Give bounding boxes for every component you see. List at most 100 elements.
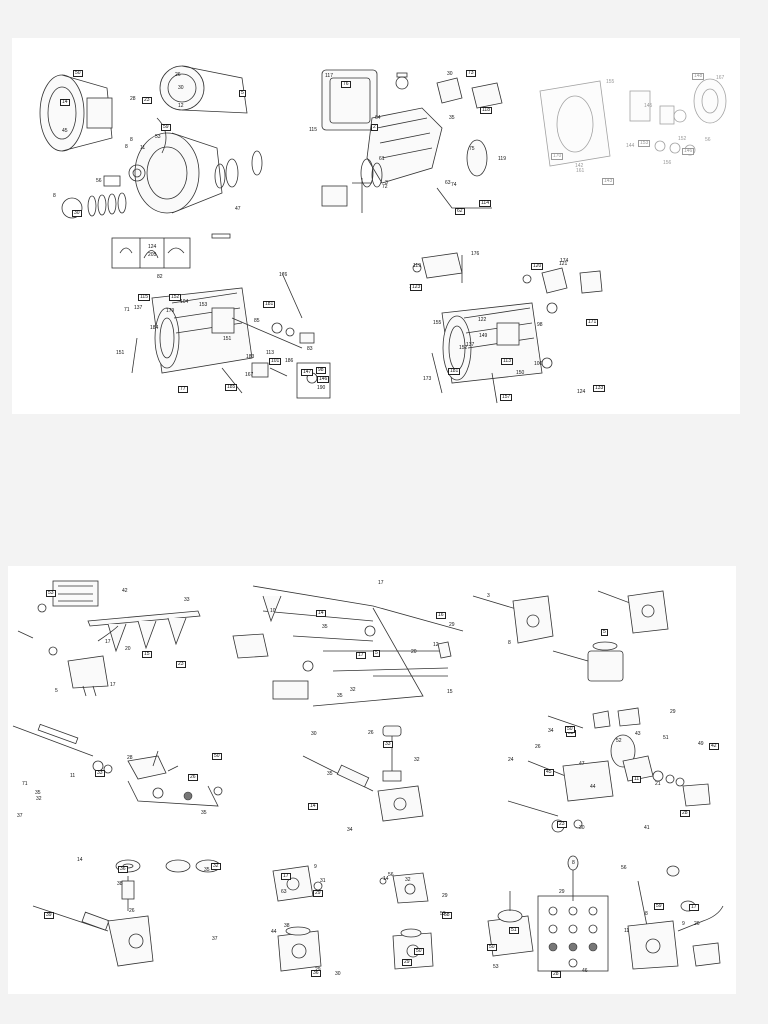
part-callout: 100	[534, 361, 543, 367]
part-callout: 151	[223, 336, 232, 342]
part-callout: 56	[96, 178, 102, 184]
part-callout: 24	[508, 757, 514, 763]
part-callout: 53	[46, 590, 56, 597]
part-callout: 190	[317, 385, 326, 391]
part-callout: 72	[382, 184, 388, 190]
part-callout: 15	[142, 651, 152, 658]
shaft-b-drawing	[302, 725, 424, 822]
part-callout: 33	[95, 770, 105, 777]
part-callout: 12	[433, 642, 439, 648]
part-callout: 8	[508, 640, 511, 646]
part-callout: 46	[582, 968, 588, 974]
part-callout: 73	[466, 70, 476, 77]
part-callout: 5	[601, 629, 608, 636]
part-callout: 52	[616, 738, 622, 744]
part-callout: 28	[130, 96, 136, 102]
shift-rails-a-drawing	[17, 580, 201, 697]
part-callout: 17	[378, 580, 384, 586]
part-callout: 14	[383, 876, 389, 882]
figure-shift-covers: 3 5 8	[472, 581, 693, 696]
part-callout: 137	[466, 342, 475, 348]
part-callout: 26	[368, 730, 374, 736]
part-callout: 49	[698, 741, 704, 747]
shaft-a-drawing	[12, 723, 223, 807]
part-callout: 53	[440, 911, 446, 917]
part-callout: 50	[414, 948, 424, 955]
part-callout: 26	[175, 72, 181, 78]
part-callout: 5	[239, 90, 246, 97]
part-callout: 11	[632, 776, 642, 783]
part-callout: 17	[281, 873, 291, 880]
part-callout: 41	[644, 825, 650, 831]
part-callout: 122	[478, 317, 487, 323]
part-callout: 35	[327, 771, 333, 777]
part-callout: 8	[130, 137, 133, 143]
part-callout: 20	[411, 649, 417, 655]
part-callout: 9	[314, 864, 317, 870]
part-callout: 8	[572, 860, 575, 866]
part-callout: 35	[35, 790, 41, 796]
part-callout: 184	[150, 325, 159, 331]
part-callout: 183	[246, 354, 255, 360]
part-callout: 101	[269, 358, 282, 365]
part-callout: 156	[663, 160, 672, 166]
part-callout: 34	[347, 827, 353, 833]
part-callout: 28	[127, 755, 133, 761]
part-callout: 23	[176, 661, 186, 668]
part-callout: 35	[322, 624, 328, 630]
part-callout: 14	[60, 99, 70, 106]
part-callout: 12	[178, 103, 184, 109]
part-callout: 185	[225, 384, 238, 391]
part-callout: 118	[480, 107, 492, 114]
part-callout: 3	[487, 593, 490, 599]
part-callout: 32	[350, 687, 356, 693]
part-callout: 119	[413, 263, 421, 269]
part-callout: 152	[169, 294, 182, 301]
part-callout: 157	[500, 394, 513, 401]
part-callout: 152	[459, 345, 468, 351]
part-callout: 28	[551, 971, 561, 978]
part-callout: 146	[682, 148, 695, 155]
part-callout: 53	[155, 134, 161, 140]
part-callout: 43	[635, 731, 641, 737]
part-callout: 149	[479, 333, 488, 339]
part-callout: 42	[122, 588, 128, 594]
part-callout: 32	[36, 796, 42, 802]
part-callout: 176	[279, 272, 288, 278]
part-callout: 33	[184, 597, 190, 603]
part-callout: 104	[180, 299, 189, 305]
part-callout: 36	[311, 970, 321, 977]
part-callout: 17	[356, 652, 366, 659]
part-callout: 8	[645, 911, 648, 917]
part-callout: 26	[535, 744, 541, 750]
part-callout: 117	[325, 73, 333, 79]
part-callout: 28	[680, 810, 690, 817]
part-callout: 155	[433, 320, 442, 326]
part-callout: 51	[663, 735, 669, 741]
part-callout: 145	[644, 103, 653, 109]
part-callout: 36	[118, 866, 128, 873]
part-callout: 30	[579, 825, 585, 831]
part-callout: 14	[308, 803, 318, 810]
housings-drawing	[39, 65, 263, 239]
part-callout: 181	[263, 301, 276, 308]
part-callout: 56	[621, 865, 627, 871]
part-callout: 29	[402, 959, 412, 966]
part-callout: 50	[73, 70, 83, 77]
part-callout: 21	[655, 781, 661, 787]
part-callout: 64	[375, 115, 381, 121]
part-callout: 133	[593, 385, 606, 392]
part-callout: 82	[157, 274, 163, 280]
part-callout: 113	[266, 350, 274, 356]
part-callout: 35	[204, 867, 210, 873]
part-callout: 167	[716, 75, 725, 81]
part-callout: 42	[709, 743, 719, 750]
part-callout: 152	[678, 136, 687, 142]
part-callout: 123	[410, 284, 423, 291]
shaft-c-drawing	[507, 707, 711, 833]
